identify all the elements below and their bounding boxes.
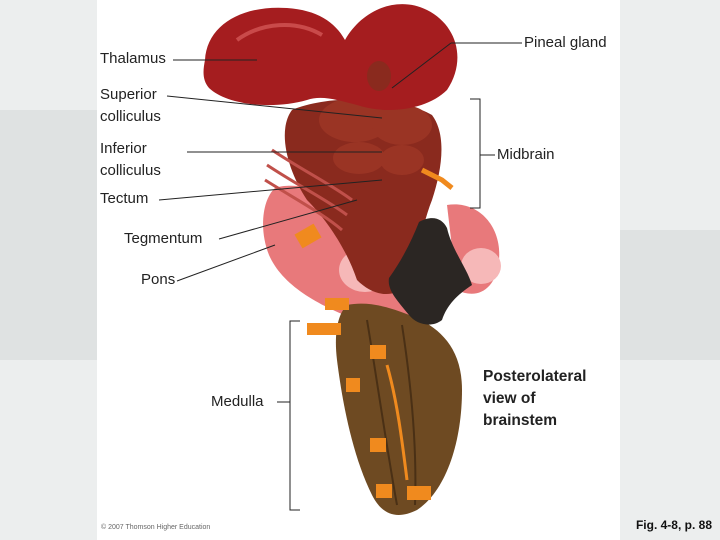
thalamus-highlight [235, 23, 324, 42]
nerve [325, 298, 349, 310]
medulla-ridge [401, 324, 417, 506]
leader-pons [176, 244, 276, 282]
background-band-left [0, 110, 97, 360]
label-midbrain: Midbrain [497, 146, 555, 163]
superior-colliculus-bump [319, 98, 391, 142]
label-pons: Pons [141, 271, 176, 288]
pineal-gland-shape [367, 61, 391, 91]
figure-panel: Thalamus Superior colliculus Inferior co… [97, 0, 620, 540]
leader-lines [158, 42, 522, 511]
nerve [376, 484, 392, 498]
medulla-shape [335, 303, 462, 515]
background-band-right [620, 230, 720, 360]
label-inferior-colliculus: Inferior colliculus [100, 140, 161, 179]
fourth-ventricle [388, 218, 472, 325]
superior-colliculus-bump [372, 105, 432, 145]
leader-tegmentum [218, 199, 358, 240]
pons-cut-right [461, 248, 501, 284]
figure-reference: Fig. 4-8, p. 88 [635, 518, 712, 532]
nerve [385, 364, 409, 481]
inferior-colliculus-bump [333, 142, 385, 174]
label-tectum: Tectum [100, 190, 149, 207]
tectum-striations [264, 178, 343, 232]
nerve [294, 223, 322, 249]
nerve [370, 438, 386, 452]
label-pineal-gland: Pineal gland [524, 34, 607, 51]
bracket-midbrain [470, 98, 481, 209]
nerve [346, 378, 360, 392]
copyright-credit: © 2007 Thomson Higher Education [101, 524, 211, 531]
leader-pineal-gland [391, 42, 452, 89]
label-tegmentum: Tegmentum [124, 230, 203, 247]
medulla-ridge [366, 319, 398, 506]
inferior-colliculus-bump [380, 145, 424, 175]
leader-tectum [158, 179, 383, 201]
thalamus-shape [203, 4, 458, 110]
label-thalamus: Thalamus [100, 50, 166, 67]
tectum-striations [271, 148, 353, 202]
nerve [407, 486, 431, 500]
brainstem-illustration [158, 4, 522, 515]
label-medulla: Medulla [211, 393, 264, 410]
label-superior-colliculus: Superior colliculus [100, 86, 161, 125]
nerve [307, 323, 341, 335]
bracket-medulla [289, 320, 300, 511]
nerve [370, 345, 386, 359]
leader-superior-colliculus [166, 95, 383, 119]
nerve [420, 167, 454, 190]
figure-title: Posterolateral view of brainstem [483, 368, 587, 429]
tectum-striations [266, 163, 348, 217]
cranial-nerves [294, 167, 454, 500]
